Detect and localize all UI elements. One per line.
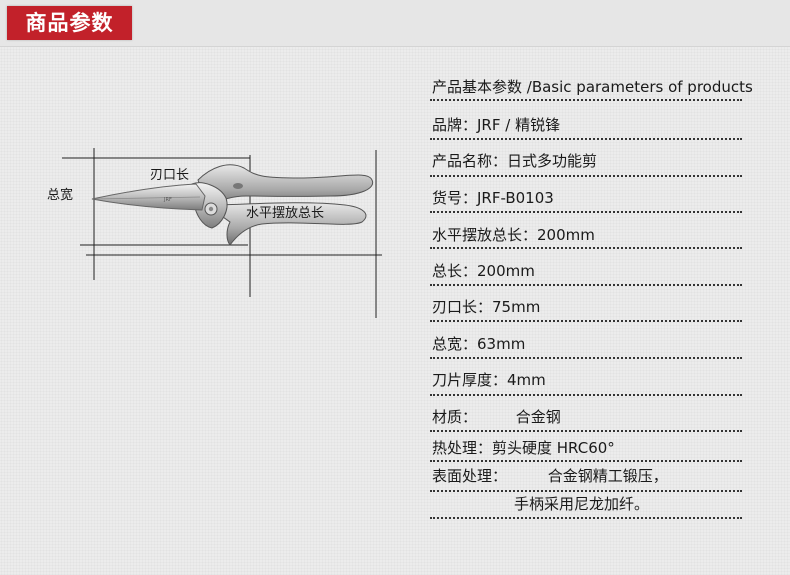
param-material: 材质： 合金钢 (432, 406, 561, 428)
param-name: 产品名称：日式多功能剪 (432, 152, 598, 170)
params-heading: 产品基本参数 /Basic parameters of products (432, 78, 753, 96)
dotted-divider (430, 284, 742, 286)
param-total-length: 总长：200mm (432, 262, 535, 280)
param-material-key: 材质： (432, 408, 478, 426)
dotted-divider (430, 490, 742, 492)
dotted-divider (430, 460, 742, 462)
dotted-divider (430, 320, 742, 322)
dotted-divider (430, 211, 742, 213)
spring-slot (233, 183, 243, 189)
label-total-width: 总宽 (47, 188, 74, 203)
scissors-blade (91, 183, 206, 211)
label-open-length: 水平摆放总长 (246, 206, 325, 221)
param-blade-length: 刃口长：75mm (432, 298, 541, 316)
param-width: 总宽：63mm (432, 335, 526, 353)
dotted-divider (430, 247, 742, 249)
label-blade-length: 刃口长 (150, 168, 190, 183)
param-open-length: 水平摆放总长：200mm (432, 226, 595, 244)
dotted-divider (430, 138, 742, 140)
param-material-value: 合金钢 (515, 408, 561, 426)
param-heat-treatment: 热处理：剪头硬度 HRC60° (432, 439, 615, 457)
param-sku: 货号：JRF-B0103 (432, 189, 554, 207)
dotted-divider (430, 99, 742, 101)
dotted-divider (430, 357, 742, 359)
blade-brand-mark: JRF (163, 197, 172, 203)
param-brand: 品牌：JRF / 精锐锋 (432, 116, 561, 134)
scissors-lower-handle (211, 202, 367, 246)
param-surface-value-1: 合金钢精工锻压， (547, 467, 668, 485)
param-surface: 表面处理： 合金钢精工锻压， (432, 465, 668, 487)
dotted-divider (430, 517, 742, 519)
dotted-divider (430, 394, 742, 396)
dotted-divider (430, 430, 742, 432)
scissors-upper-handle (197, 164, 374, 207)
scissors-diagram: JRF (62, 148, 382, 318)
section-title: 商品参数 (7, 6, 132, 40)
param-surface-key: 表面处理： (432, 467, 508, 485)
param-surface-value-2: 手柄采用尼龙加纤。 (514, 495, 650, 513)
param-thickness: 刀片厚度：4mm (432, 371, 546, 389)
dotted-divider (430, 175, 742, 177)
